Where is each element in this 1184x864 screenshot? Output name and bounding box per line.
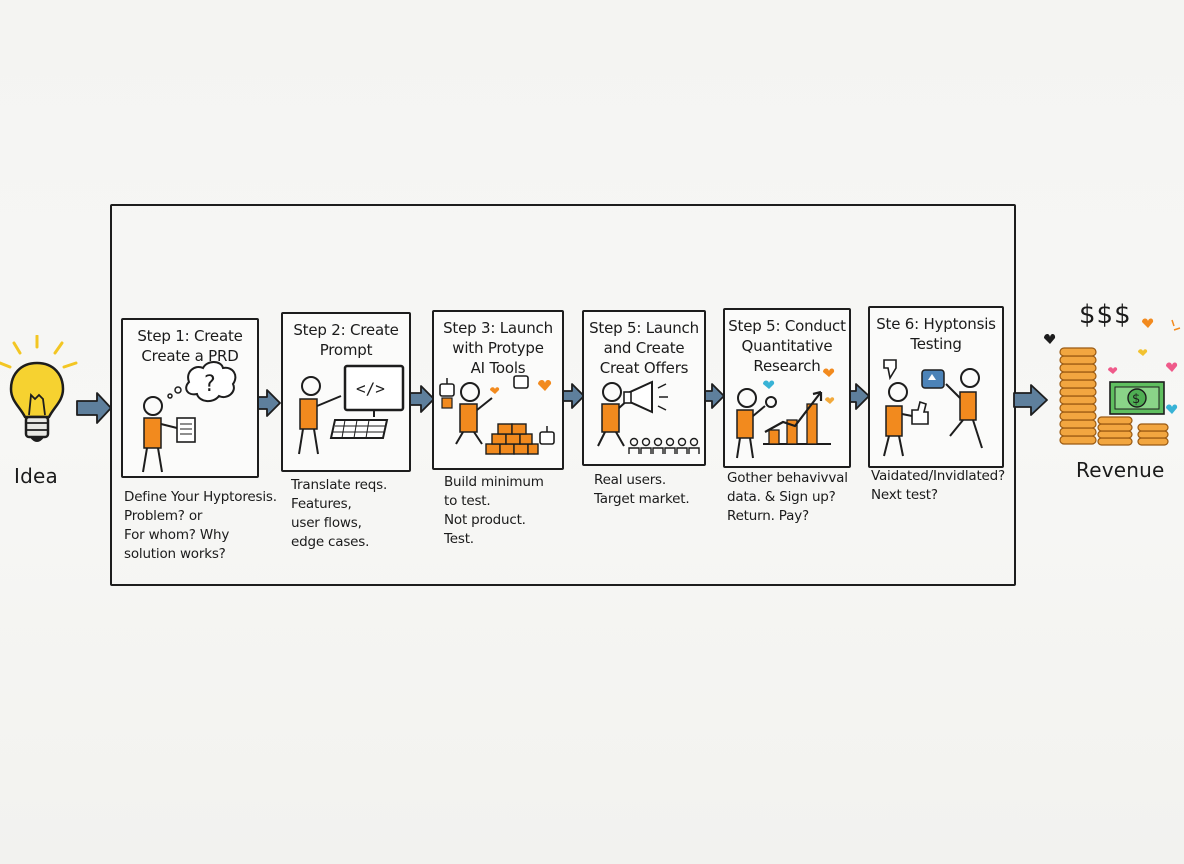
step-5-desc: Gother behavivval data. & Sign up? Retur… <box>727 470 848 524</box>
step-1-desc: Define Your Hyptoresis. Problem? or For … <box>124 489 277 562</box>
arrow-icon <box>1013 384 1048 416</box>
step-4-title: Step 5: Launch and Create Creat Offers <box>589 319 699 377</box>
svg-text:?: ? <box>204 372 216 397</box>
arrow-icon <box>408 385 435 413</box>
step-2-panel: Step 2: Create Prompt </> <box>281 312 411 472</box>
revenue-label: Revenue <box>1076 458 1165 482</box>
step-6-desc: Vaidated/Invidlated? Next test? <box>871 468 1005 503</box>
lightbulb-icon <box>0 335 78 442</box>
step-6-title: Ste 6: Hyptonsis Testing <box>876 315 996 353</box>
growth-chart-icon <box>736 368 835 459</box>
coin-stack-icon: $ <box>1044 318 1181 446</box>
step-1-panel: Step 1: Create Create a PRD ? <box>121 318 259 478</box>
audience-icon <box>628 437 700 454</box>
step-3-title: Step 3: Launch with Protype AI Tools <box>443 319 553 377</box>
money-symbol: $$$ <box>1079 300 1132 330</box>
person-thinking-icon: ? <box>142 361 237 473</box>
step-2-desc: Translate reqs. Features, user flows, ed… <box>291 477 388 550</box>
building-blocks-icon <box>439 375 555 455</box>
step-6-panel: Ste 6: Hyptonsis Testing <box>868 306 1004 468</box>
step-5-title: Step 5: Conduct Quantitative Research <box>728 317 846 375</box>
idea-label: Idea <box>14 464 58 488</box>
step-4-desc: Real users. Target market. <box>594 472 690 507</box>
step-4-panel: Step 5: Launch and Create Creat Offers <box>582 310 706 466</box>
computer-code-icon: </> <box>298 364 405 455</box>
svg-text:</>: </> <box>356 379 385 398</box>
step-3-desc: Build minimum to test. Not product. Test… <box>444 474 544 547</box>
step-1-title: Step 1: Create Create a PRD <box>137 327 243 365</box>
step-5-panel: Step 5: Conduct Quantitative Research <box>723 308 851 468</box>
arrow-icon <box>561 383 585 409</box>
thumbs-icon <box>883 359 983 457</box>
megaphone-icon <box>597 380 700 454</box>
step-2-title: Step 2: Create Prompt <box>293 321 399 359</box>
step-3-panel: Step 3: Launch with Protype AI Tools <box>432 310 564 470</box>
arrow-icon <box>76 392 112 424</box>
svg-text:$: $ <box>1132 392 1140 407</box>
